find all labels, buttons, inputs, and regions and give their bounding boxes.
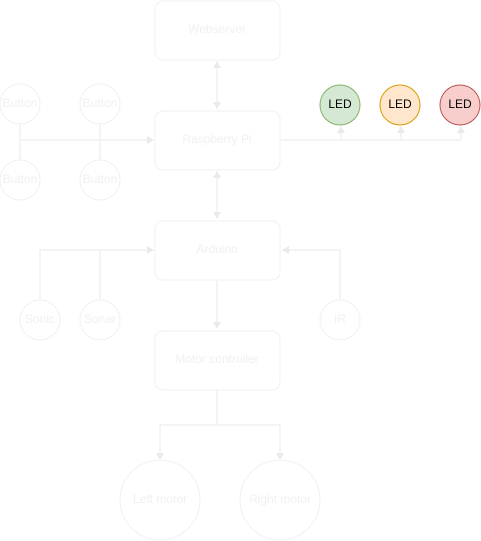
edge-motor-controller-right	[217, 424, 284, 460]
led-green-label: LED	[328, 97, 352, 111]
node-sonar[interactable]: Sonar	[79, 299, 121, 341]
node-led-orange[interactable]: LED	[379, 84, 421, 126]
node-ir[interactable]: IR	[319, 299, 361, 341]
node-right-motor[interactable]: Right motor	[239, 459, 321, 541]
node-webserver[interactable]: Webserver	[154, 0, 281, 61]
led-orange-circle	[379, 84, 421, 126]
edge-sensors-arduino	[39, 246, 154, 299]
led-orange-label: LED	[388, 97, 412, 111]
node-raspberry-pi[interactable]: Raspberry Pi	[154, 110, 281, 171]
button-label: Button	[83, 96, 118, 110]
edge-motor-controller-motors	[156, 390, 218, 460]
node-led-red[interactable]: LED	[439, 84, 481, 126]
arduino-label: Arduino	[196, 242, 238, 256]
node-arduino[interactable]: Arduino	[154, 220, 281, 281]
node-left-motor[interactable]: Left motor	[119, 459, 201, 541]
node-button-top-left[interactable]: Button	[0, 83, 41, 125]
left-motor-label: Left motor	[133, 492, 187, 506]
webserver-label: Webserver	[188, 22, 246, 36]
led-red-label: LED	[448, 97, 472, 111]
sonar-label: Sonar	[84, 312, 116, 326]
button-label: Button	[3, 96, 38, 110]
node-button-bottom-left[interactable]: Button	[0, 159, 41, 201]
node-button-top-right[interactable]: Button	[79, 83, 121, 125]
node-led-green[interactable]: LED	[319, 84, 361, 126]
button-label: Button	[83, 172, 118, 186]
motor-controller-label: Motor controller	[175, 352, 258, 366]
right-motor-label: Right motor	[249, 492, 311, 506]
node-sonic[interactable]: Sonic	[19, 299, 61, 341]
ir-label: IR	[334, 312, 346, 326]
sonic-label: Sonic	[25, 312, 55, 326]
raspberry-pi-label: Raspberry Pi	[182, 132, 251, 146]
button-label: Button	[3, 172, 38, 186]
led-red-circle	[439, 84, 481, 126]
edges	[19, 61, 465, 460]
edge-ir-arduino	[282, 246, 341, 299]
node-motor-controller[interactable]: Motor controller	[154, 330, 281, 391]
led-green-circle	[319, 84, 361, 126]
node-button-bottom-right[interactable]: Button	[79, 159, 121, 201]
